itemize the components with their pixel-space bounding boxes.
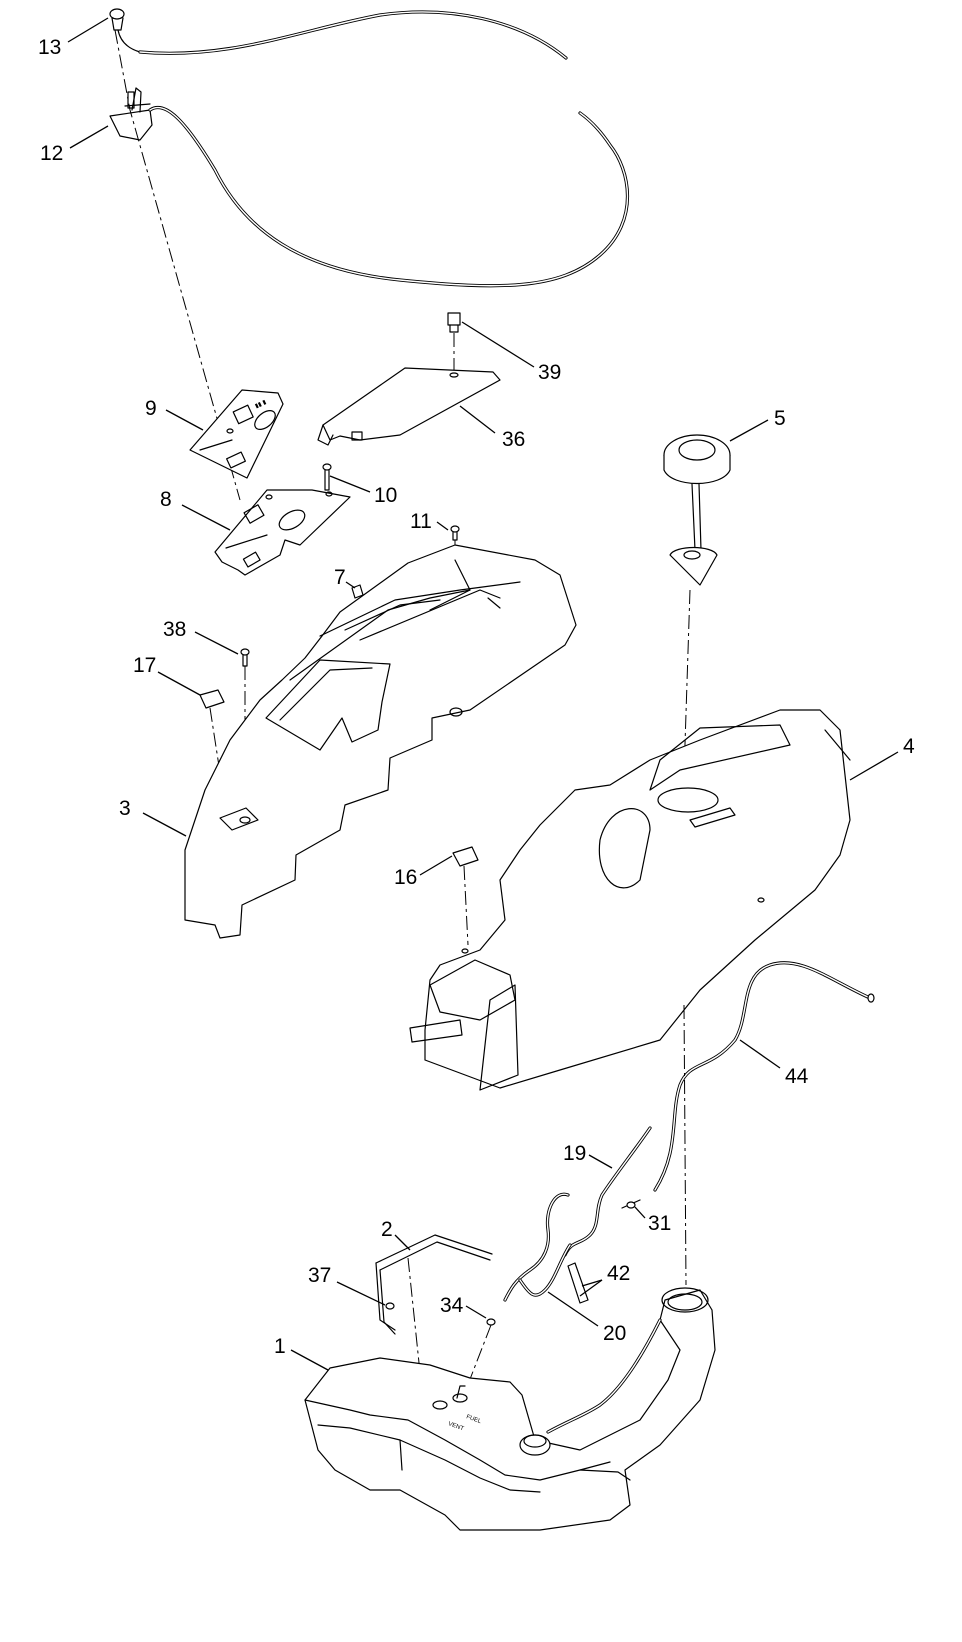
part-42-tube xyxy=(567,1262,589,1304)
callout-5: 5 xyxy=(729,407,786,442)
callout-10: 10 xyxy=(329,475,397,507)
tank-vent-marking: VENT xyxy=(447,1421,464,1432)
callout-3-label: 3 xyxy=(119,797,131,820)
tank-fuel-marking: FUEL xyxy=(465,1414,482,1425)
callout-7-label: 7 xyxy=(334,566,346,589)
part-19-hose xyxy=(563,1126,652,1257)
callout-16-label: 16 xyxy=(394,866,417,889)
part-36-cover-plate xyxy=(317,367,501,446)
callout-7: 7 xyxy=(334,566,356,589)
callout-12-label: 12 xyxy=(40,142,63,165)
callout-37-label: 37 xyxy=(308,1264,331,1287)
part-13-choke-knob-cable xyxy=(109,8,568,60)
callouts: 13 12 39 36 9 10 8 11 xyxy=(38,17,915,1371)
callout-19: 19 xyxy=(563,1142,613,1169)
callout-4: 4 xyxy=(849,735,915,781)
callout-44: 44 xyxy=(739,1039,809,1088)
part-38-bolt xyxy=(240,648,250,667)
callout-8: 8 xyxy=(160,488,231,531)
part-17-pad xyxy=(199,689,225,709)
callout-20: 20 xyxy=(547,1291,626,1345)
part-39-fastener xyxy=(447,312,461,333)
callout-2: 2 xyxy=(381,1218,411,1251)
callout-10-label: 10 xyxy=(374,484,397,507)
callout-17-label: 17 xyxy=(133,654,156,677)
callout-13: 13 xyxy=(38,17,109,59)
callout-8-label: 8 xyxy=(160,488,172,511)
part-1-fuel-tank: FUEL VENT xyxy=(304,1287,716,1531)
callout-20-label: 20 xyxy=(603,1322,626,1345)
part-20-hose-assembly xyxy=(503,1192,572,1302)
callout-31: 31 xyxy=(634,1206,671,1235)
assembly-line-13-12-9 xyxy=(114,29,241,501)
callout-39-label: 39 xyxy=(538,361,561,384)
callout-37: 37 xyxy=(308,1264,386,1306)
callout-11-label: 11 xyxy=(410,510,432,533)
part-31-clamp xyxy=(621,1199,641,1209)
callout-38-label: 38 xyxy=(163,618,186,641)
part-37-screw xyxy=(385,1302,395,1310)
callout-31-label: 31 xyxy=(648,1212,671,1235)
callout-34-label: 34 xyxy=(440,1294,464,1317)
part-10-screw xyxy=(322,463,332,491)
callout-1: 1 xyxy=(274,1335,329,1371)
part-12-lever-cable xyxy=(109,87,630,288)
callout-17: 17 xyxy=(133,654,201,696)
callout-42-label: 42 xyxy=(607,1262,630,1285)
part-44-vent-hose xyxy=(653,961,875,1192)
part-16-pad xyxy=(452,846,479,867)
part-8-base-plate xyxy=(214,489,351,576)
callout-3: 3 xyxy=(119,797,187,837)
assembly-line-16 xyxy=(463,865,469,946)
callout-19-label: 19 xyxy=(563,1142,586,1165)
callout-9-label: 9 xyxy=(145,397,157,420)
part-11-bolt xyxy=(450,525,460,541)
part-34-clip xyxy=(486,1318,496,1326)
part-9-control-plate: ▮▮ ▮ xyxy=(189,389,284,479)
callout-11: 11 xyxy=(410,510,449,533)
svg-text:▮▮ ▮: ▮▮ ▮ xyxy=(254,399,267,409)
callout-9: 9 xyxy=(145,397,204,431)
part-3-console-housing xyxy=(184,544,577,939)
callout-38: 38 xyxy=(163,618,239,655)
assembly-line-4-neck xyxy=(683,1004,687,1286)
part-2-bracket xyxy=(375,1234,493,1335)
callout-39: 39 xyxy=(461,321,561,384)
assembly-line-5 xyxy=(683,589,691,776)
callout-36-label: 36 xyxy=(502,428,525,451)
callout-34: 34 xyxy=(440,1294,487,1319)
callout-5-label: 5 xyxy=(774,407,786,430)
callout-36: 36 xyxy=(459,405,525,451)
callout-13-label: 13 xyxy=(38,36,61,59)
callout-16: 16 xyxy=(394,855,453,889)
part-5-fuel-cap xyxy=(663,434,731,586)
callout-4-label: 4 xyxy=(903,735,915,758)
callout-12: 12 xyxy=(40,125,109,165)
part-4-seat-shroud xyxy=(409,709,851,1091)
callout-1-label: 1 xyxy=(274,1335,286,1358)
callout-44-label: 44 xyxy=(785,1065,809,1088)
callout-42: 42 xyxy=(579,1262,630,1297)
callout-2-label: 2 xyxy=(381,1218,393,1241)
